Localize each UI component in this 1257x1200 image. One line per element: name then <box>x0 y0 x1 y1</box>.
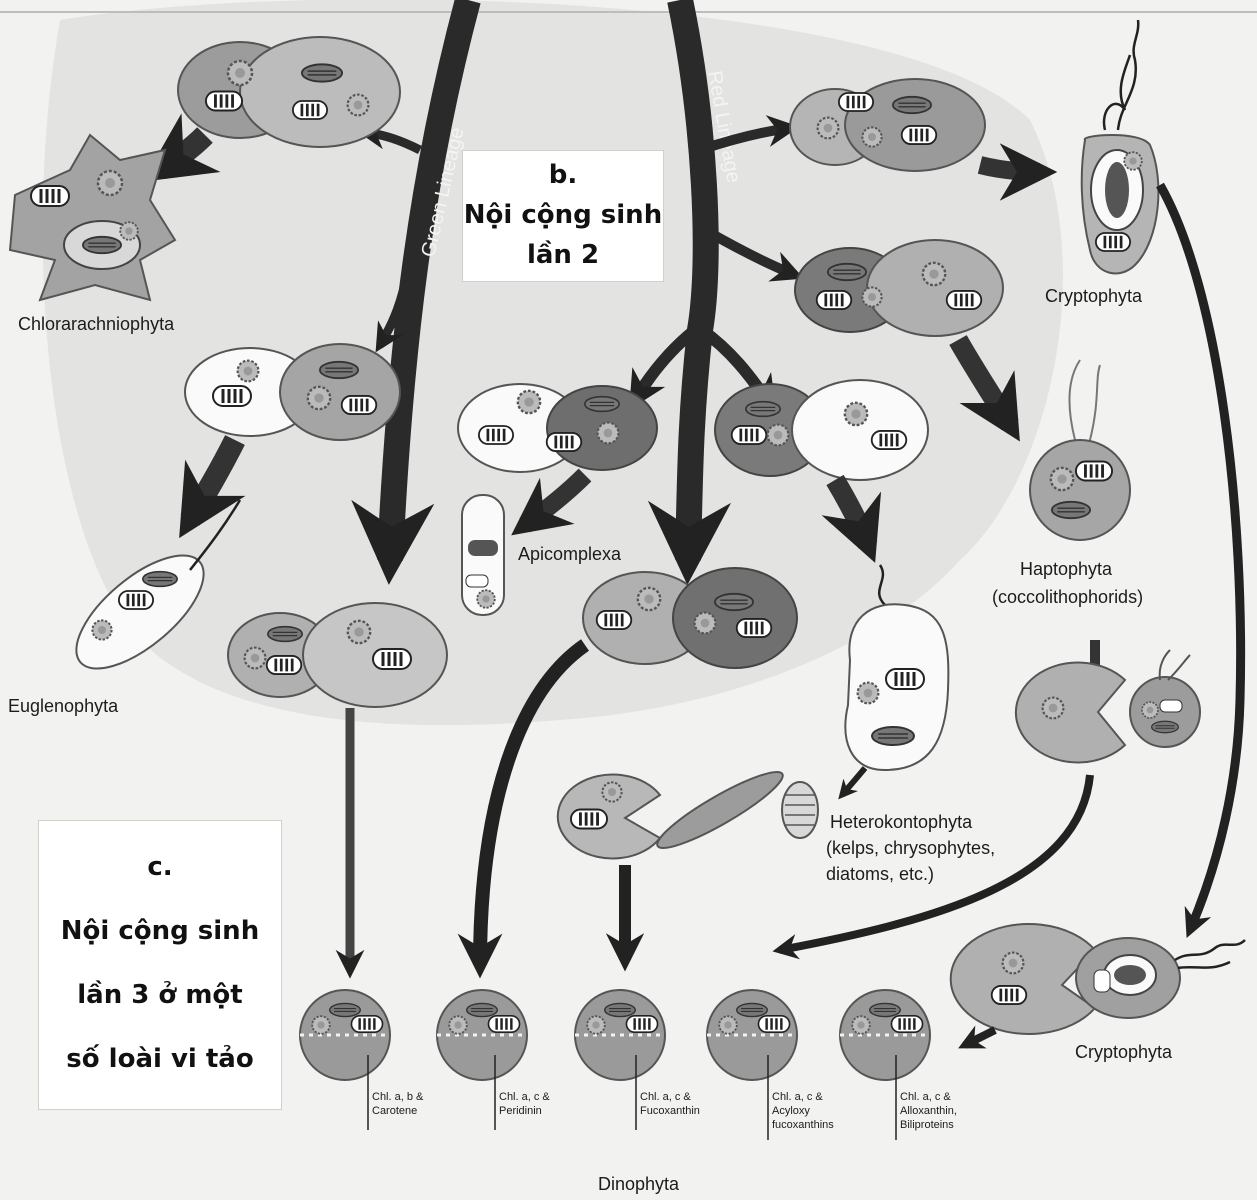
svg-text:Peridinin: Peridinin <box>499 1105 542 1117</box>
svg-text:Chl. a, c &: Chl. a, c & <box>640 1091 691 1103</box>
cell-red-host-4 <box>790 79 985 171</box>
svg-text:fucoxanthins: fucoxanthins <box>772 1119 834 1131</box>
svg-text:Alloxanthin,: Alloxanthin, <box>900 1105 957 1117</box>
cell-green-host-3 <box>228 603 447 707</box>
pigment-label-2: Chl. a, c & Peridinin <box>499 1091 550 1117</box>
pigment-label-1: Chl. a, b & Carotene <box>372 1091 424 1117</box>
panel-b-line2: lần 2 <box>463 235 663 275</box>
cryptophyta-cell-bottom <box>951 924 1245 1034</box>
pigment-label-3: Chl. a, c & Fucoxanthin <box>640 1091 700 1117</box>
label-apicomplexa: Apicomplexa <box>518 544 622 564</box>
panel-c-caption: c. Nội cộng sinh lần 3 ở một số loài vi … <box>38 820 282 1110</box>
label-cryptophyta-top: Cryptophyta <box>1045 286 1143 306</box>
cell-green-host-2 <box>185 344 400 440</box>
panel-c-letter: c. <box>39 835 281 899</box>
label-haptophyta-sub: (coccolithophorids) <box>992 587 1143 607</box>
apicomplexa-cell <box>462 495 504 615</box>
svg-text:Chl. a, c &: Chl. a, c & <box>900 1091 951 1103</box>
cell-red-host-3 <box>583 568 797 668</box>
label-heterokontophyta-sub2: diatoms, etc.) <box>826 864 934 884</box>
panel-b-letter: b. <box>463 155 663 195</box>
panel-c-line1: Nội cộng sinh <box>39 899 281 963</box>
cell-red-host-5 <box>795 240 1003 336</box>
dinophyta-cell-5 <box>840 990 930 1140</box>
label-euglenophyta: Euglenophyta <box>8 696 119 716</box>
panel-b-caption: b. Nội cộng sinh lần 2 <box>462 150 664 282</box>
label-haptophyta: Haptophyta <box>1020 559 1113 579</box>
host-engulfing-haptophyte <box>1016 650 1200 763</box>
label-dinophyta: Dinophyta <box>598 1174 680 1194</box>
label-cryptophyta-bottom: Cryptophyta <box>1075 1042 1173 1062</box>
label-chlorarachniophyta: Chlorarachniophyta <box>18 314 175 334</box>
host-engulfing-diatom <box>558 762 818 859</box>
label-heterokontophyta: Heterokontophyta <box>830 812 973 832</box>
panel-c-line3: số loài vi tảo <box>39 1027 281 1091</box>
svg-text:Chl. a, b &: Chl. a, b & <box>372 1091 424 1103</box>
svg-text:Biliproteins: Biliproteins <box>900 1119 954 1131</box>
cell-red-host-1 <box>458 384 657 472</box>
panel-c-line2: lần 3 ở một <box>39 963 281 1027</box>
svg-text:Acyloxy: Acyloxy <box>772 1105 810 1117</box>
dinophyta-cell-4 <box>707 990 797 1140</box>
svg-text:Chl. a, c &: Chl. a, c & <box>499 1091 550 1103</box>
label-heterokontophyta-sub1: (kelps, chrysophytes, <box>826 838 995 858</box>
panel-b-line1: Nội cộng sinh <box>463 195 663 235</box>
svg-text:Chl. a, c &: Chl. a, c & <box>772 1091 823 1103</box>
cell-red-host-2 <box>715 380 928 480</box>
svg-text:Fucoxanthin: Fucoxanthin <box>640 1105 700 1117</box>
cell-green-host-1 <box>178 37 400 147</box>
pigment-label-5: Chl. a, c & Alloxanthin, Biliproteins <box>900 1091 957 1131</box>
svg-text:Carotene: Carotene <box>372 1105 417 1117</box>
cryptophyta-cell-top <box>1082 20 1159 273</box>
pigment-label-4: Chl. a, c & Acyloxy fucoxanthins <box>772 1091 834 1131</box>
